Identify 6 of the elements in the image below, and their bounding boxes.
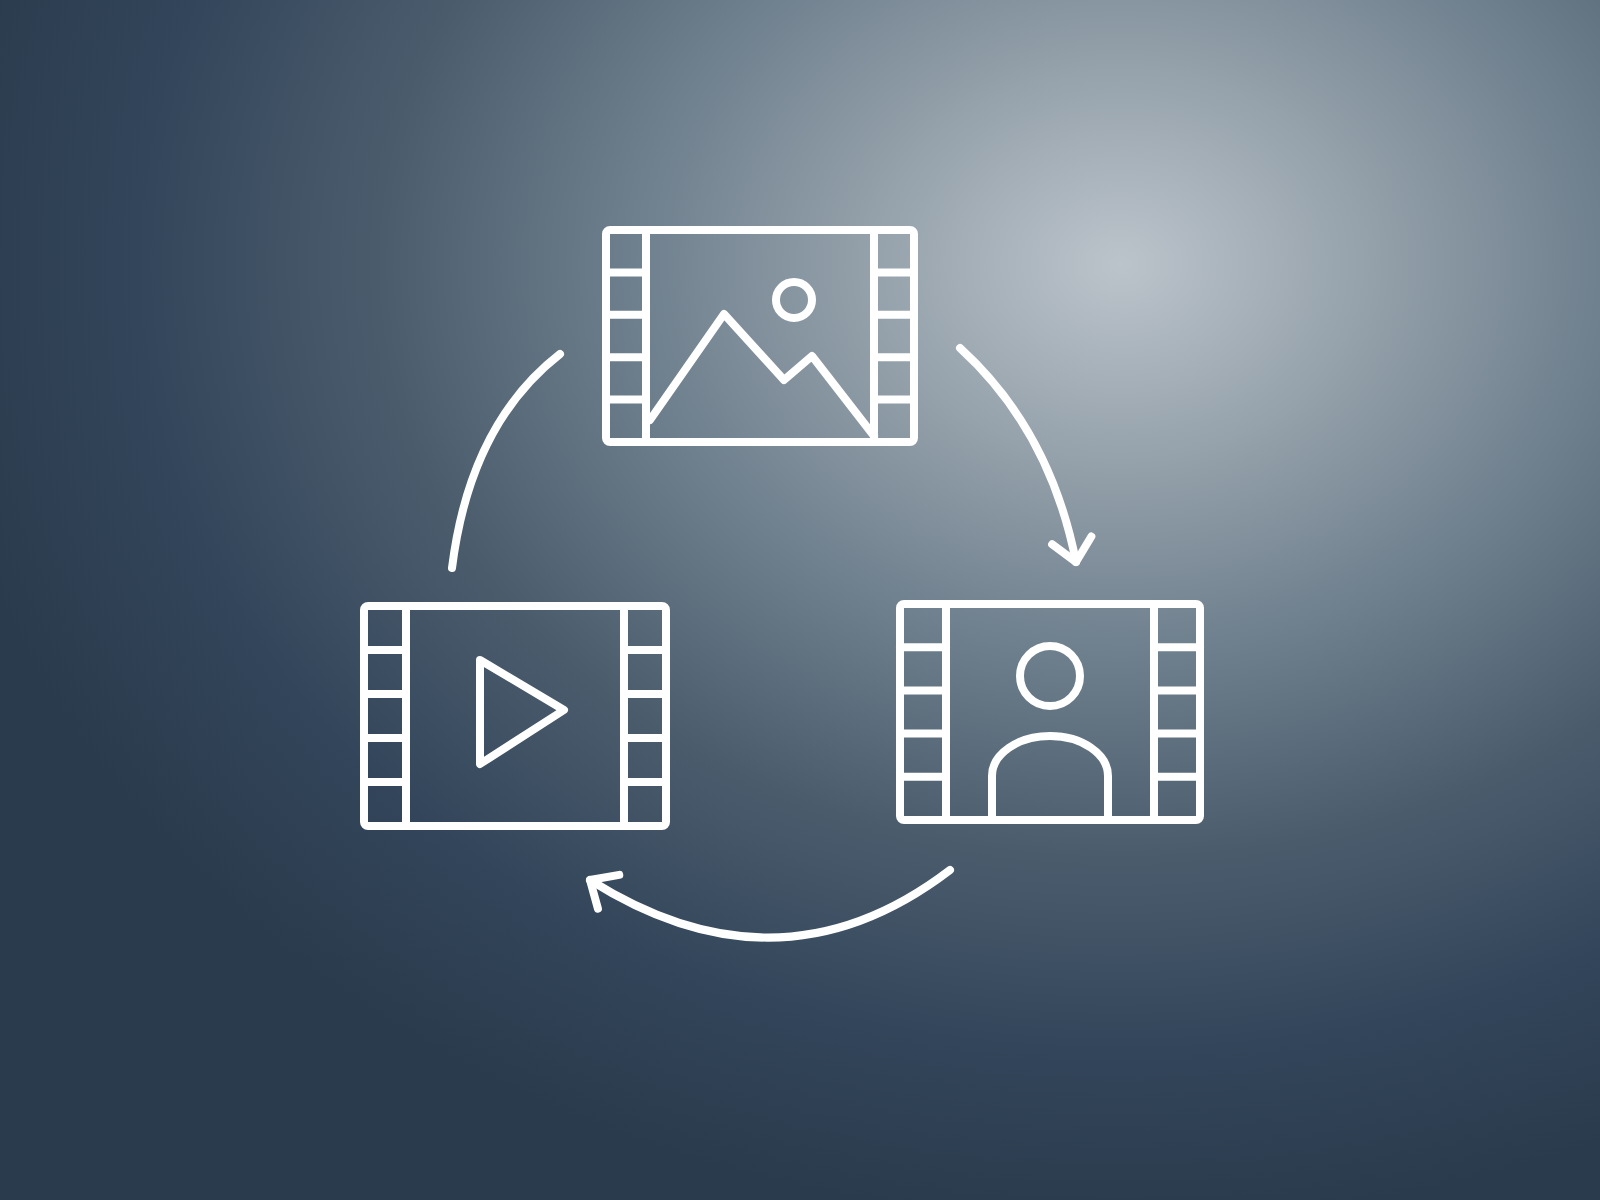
curved-arrow [956, 344, 1095, 566]
curved-arrow [586, 866, 954, 942]
film-frame-landscape-icon [602, 226, 918, 446]
curved-line [448, 350, 564, 572]
film-frame-play-icon [360, 602, 670, 830]
film-frame-person-icon [896, 600, 1204, 824]
